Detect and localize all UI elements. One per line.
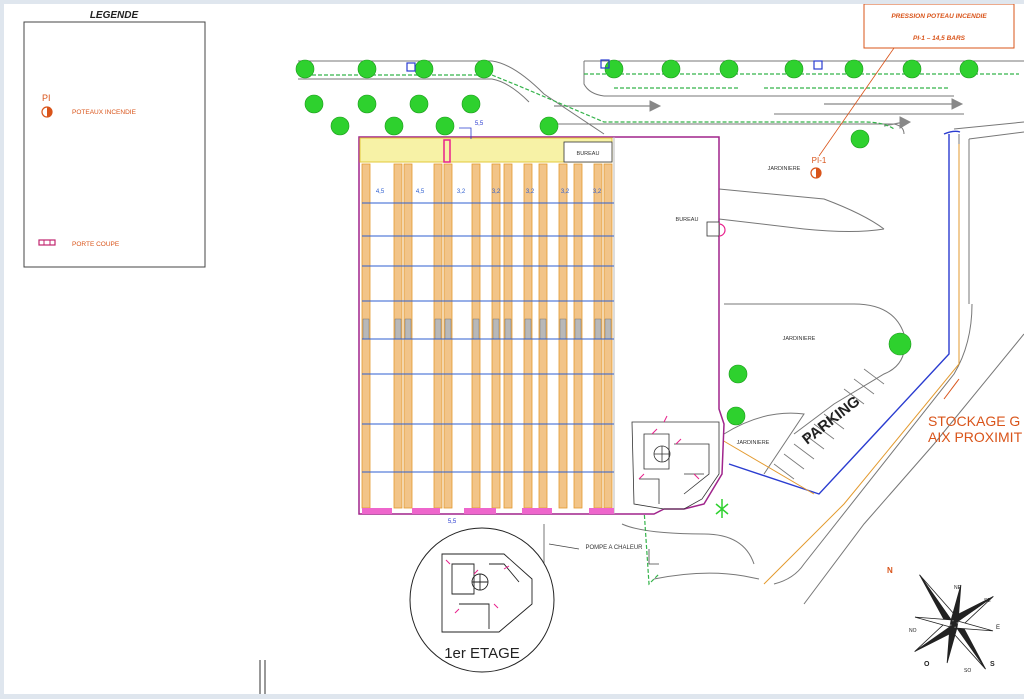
tree [474,59,494,79]
tree [330,116,350,136]
bureau-top-label: BUREAU [577,151,600,157]
legend-hydrant-code: PI [42,93,51,103]
rack-block [492,318,500,340]
tree [661,59,681,79]
tree [357,94,377,114]
rack-block [404,318,412,340]
rack-block [539,318,547,340]
pompe-label: POMPE A CHALEUR [585,545,643,551]
bureau-top-room [563,141,613,163]
tree [461,94,481,114]
fire-doors [362,508,614,514]
road-arrows [554,98,964,129]
site-plan: LEGENDE PI POTEAUX INCENDIE PORTE COUPE [23,3,1024,694]
dimension-top: 5,5 [475,121,484,127]
bureau-side-room [706,221,720,237]
tree [304,94,324,114]
fire-door-symbol-icon [38,239,56,246]
tree [295,59,315,79]
aisle-width-label: 3,2 [593,189,602,195]
parking-signs [406,59,823,72]
legend: LEGENDE PI POTEAUX INCENDIE PORTE COUPE [23,10,206,268]
first-floor-inset: 1er ETAGE [409,527,555,673]
fire-door-top [443,139,451,163]
tree [844,59,864,79]
compass-ne: NE [954,585,962,591]
site-plan-sheet: LEGENDE PI POTEAUX INCENDIE PORTE COUPE [4,3,1024,694]
tree [959,59,979,79]
pressure-note: PRESSION POTEAU INCENDIE PI-1 – 14,5 BAR… [818,3,1015,157]
compass-so: SO [964,668,971,674]
rack-beams [362,202,614,473]
tree [728,364,748,384]
pressure-note-title: PRESSION POTEAU INCENDIE [891,13,987,20]
legend-door-label: PORTE COUPE [72,241,120,248]
aisle-width-label: 3,2 [457,189,466,195]
trees [295,59,979,426]
rack-block [574,318,582,340]
tree [888,332,912,356]
storage-label-2: AIX PROXIMIT [928,429,1023,445]
tree [414,59,434,79]
aisle-width-label: 4,5 [376,189,385,195]
racks [361,163,613,509]
compass-no: NO [909,628,917,634]
tree [604,59,624,79]
parking-area: PARKING [773,368,885,480]
office-block-doors [638,415,700,480]
office-block [631,421,720,510]
warehouse [358,136,726,515]
exterior-light-icon [715,499,729,518]
tree [726,406,746,426]
hydrant-marker-label: PI-1 [812,156,827,165]
rack-block [559,318,567,340]
first-floor-label: 1er ETAGE [444,645,520,662]
jardiniere-2-label: JARDINIERE [783,336,816,342]
rack-block [524,318,532,340]
aisle-width-labels: 4,5 4,5 3,2 3,2 3,2 3,2 3,2 [376,189,602,195]
rack-block [434,318,442,340]
tree [719,59,739,79]
legend-title: LEGENDE [90,10,139,21]
jardiniere-1-label: JARDINIERE [768,166,801,172]
tree [384,116,404,136]
rack-block [472,318,480,340]
hydrant-marker-icon [810,167,822,179]
parking-label: PARKING [799,393,863,448]
compass-n: N [887,566,893,575]
aisle-width-label: 3,2 [492,189,501,195]
aisle-width-label: 3,2 [561,189,570,195]
pressure-note-value: PI-1 – 14,5 BARS [913,35,966,42]
tree [357,59,377,79]
rack-block [504,318,512,340]
tree [539,116,559,136]
hydrant-symbol-icon [41,106,53,118]
rack-block [362,318,370,340]
rack-block [394,318,402,340]
tree [902,59,922,79]
rack-block [594,318,602,340]
compass-se: SE [984,598,991,604]
tree [784,59,804,79]
compass-rose-icon [914,574,994,670]
storage-fence [763,144,960,585]
jardiniere-3-label: JARDINIERE [737,440,770,446]
compass-s: S [990,661,995,668]
rack-block [444,318,452,340]
tree [409,94,429,114]
blue-fence [728,130,961,495]
bureau-side-label: BUREAU [676,217,699,223]
rack-block [604,318,612,340]
tree [435,116,455,136]
tree [850,129,870,149]
aisle-width-label: 3,2 [526,189,535,195]
compass-e: E [996,625,1000,631]
aisle-width-label: 4,5 [416,189,425,195]
dimension-bottom: 5,5 [448,519,457,525]
compass-o: O [924,661,930,668]
legend-hydrant-label: POTEAUX INCENDIE [72,109,137,116]
storage-label-1: STOCKAGE G [928,413,1020,429]
fence [300,73,1019,586]
